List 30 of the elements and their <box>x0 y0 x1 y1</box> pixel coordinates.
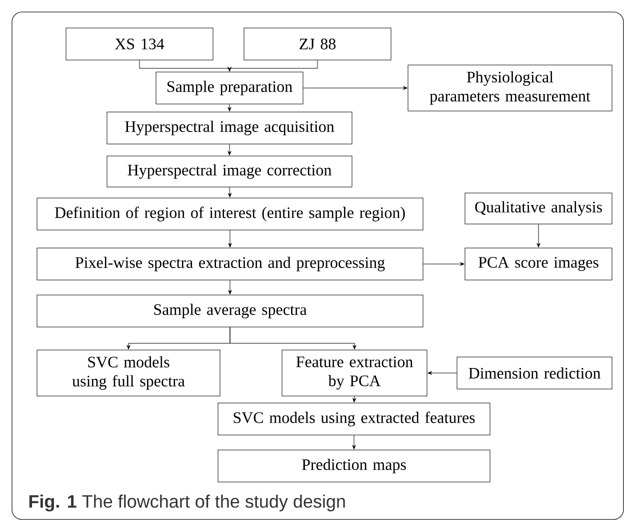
process-box: Qualitative analysis <box>464 192 612 224</box>
arrow <box>228 280 232 294</box>
figure-caption: Fig. 1 The flowchart of the study design <box>29 494 345 512</box>
process-box: SVC models using extracted features <box>218 402 490 436</box>
process-box: Hyperspectral image acquisition <box>106 112 352 144</box>
arrow <box>536 224 540 248</box>
process-box: Pixel-wise spectra extraction and preprocessing <box>36 248 424 280</box>
arrow <box>228 230 232 248</box>
arrow <box>228 60 318 72</box>
process-box: Physiological parameters measurement <box>408 64 612 112</box>
process-box: SVC models using full spectra <box>36 350 220 396</box>
process-box: ZJ 88 <box>244 28 392 60</box>
process-box: PCA score images <box>464 248 612 280</box>
process-box: XS 134 <box>66 28 214 60</box>
arrow <box>228 144 232 156</box>
arrow <box>303 86 408 90</box>
arrow <box>352 435 356 450</box>
arrow <box>228 187 232 198</box>
process-box: Dimension rediction <box>456 356 612 390</box>
arrow <box>428 371 457 375</box>
arrow <box>423 262 464 266</box>
arrow <box>230 327 356 350</box>
arrow <box>352 396 356 402</box>
arrow <box>228 104 232 112</box>
process-box: Hyperspectral image correction <box>106 156 352 188</box>
process-box: Sample preparation <box>156 72 304 104</box>
process-box: Prediction maps <box>218 450 490 482</box>
process-box: Definition of region of interest (entire sample region) <box>36 198 424 230</box>
process-box: Sample average spectra <box>36 294 424 328</box>
process-box: Feature extraction by PCA <box>282 350 428 396</box>
